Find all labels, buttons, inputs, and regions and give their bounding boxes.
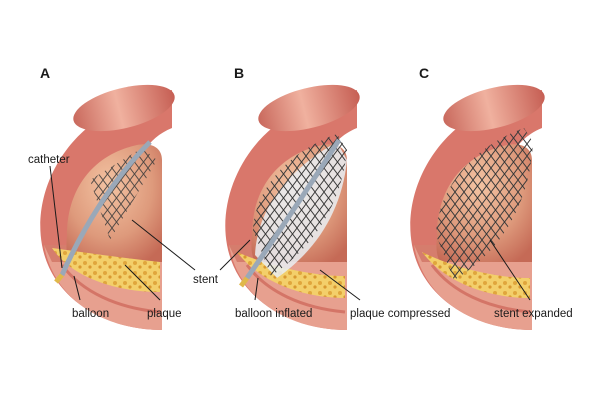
- balloon-inflated-leader: [254, 277, 259, 301]
- stent-leader-a: [131, 219, 196, 271]
- panel-b: [223, 74, 366, 332]
- panel-letter-a: A: [40, 65, 50, 81]
- label-stent-expanded: stent expanded: [494, 308, 573, 320]
- label-balloon-inflated: balloon inflated: [235, 308, 312, 320]
- stent-expanded-mesh: [436, 128, 533, 280]
- catheter-tip: [54, 273, 64, 284]
- label-balloon: balloon: [72, 308, 109, 320]
- stent-expanded-leader: [489, 239, 531, 301]
- plaque-compressed-leader: [319, 269, 361, 301]
- catheter-tube-b: [244, 138, 342, 280]
- panel-letter-b: B: [234, 65, 244, 81]
- balloon-leader: [73, 275, 81, 301]
- stent-crimped: [90, 148, 157, 240]
- label-stent: stent: [193, 274, 219, 286]
- catheter-tip-b: [239, 276, 249, 288]
- catheter-tube: [59, 140, 152, 277]
- stent-expanding: [253, 134, 347, 276]
- stent-leader-b: [219, 239, 251, 271]
- panel-c: [408, 74, 551, 332]
- panel-a: [38, 74, 181, 332]
- plaque-leader: [124, 264, 161, 301]
- plaque-deposit: [52, 248, 160, 292]
- label-catheter: catheter: [28, 154, 70, 166]
- panel-letter-c: C: [419, 65, 429, 81]
- label-plaque-compressed: plaque compressed: [350, 308, 450, 320]
- label-plaque: plaque: [147, 308, 182, 320]
- catheter-leader: [49, 165, 63, 269]
